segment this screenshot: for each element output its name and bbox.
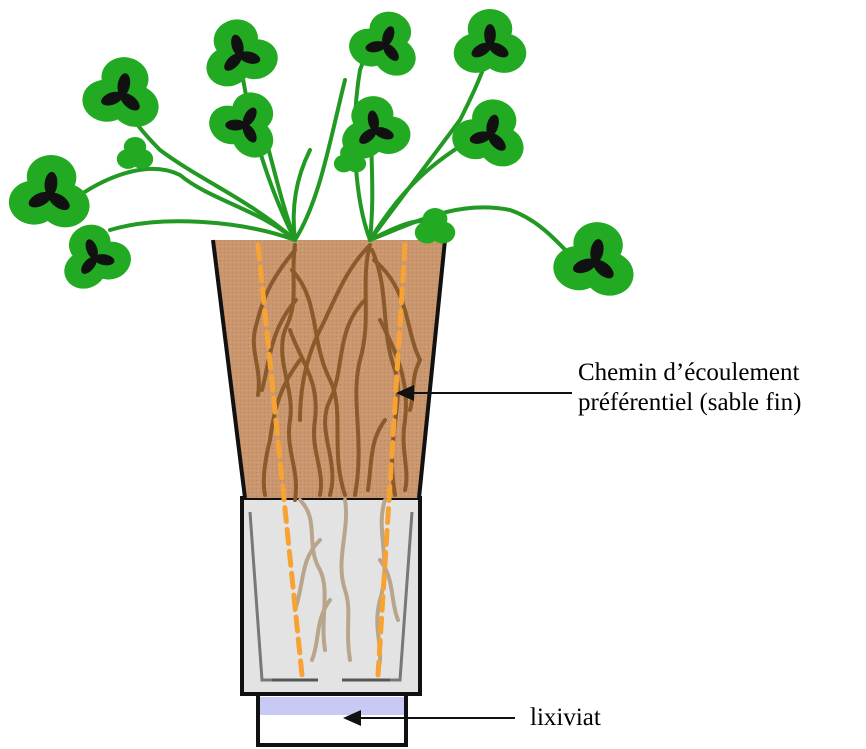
clover-leaf (448, 91, 535, 172)
clover-leaf (117, 137, 153, 169)
clover-leaf (344, 1, 429, 81)
clover-leaf (7, 152, 94, 230)
clover-leaf (550, 216, 642, 300)
preferential-flow-label-line2: préférentiel (sable fin) (578, 388, 802, 418)
clover-leaf (454, 9, 527, 73)
leachate-container (258, 695, 406, 745)
clover-leaf (196, 11, 283, 92)
clover-leaf (79, 51, 166, 131)
preferential-flow-label: Chemin d’écoulement préférentiel (sable … (578, 358, 802, 418)
preferential-flow-label-line1: Chemin d’écoulement (578, 358, 802, 388)
leachate-label: lixiviat (530, 703, 601, 733)
leachate-liquid (258, 697, 406, 715)
